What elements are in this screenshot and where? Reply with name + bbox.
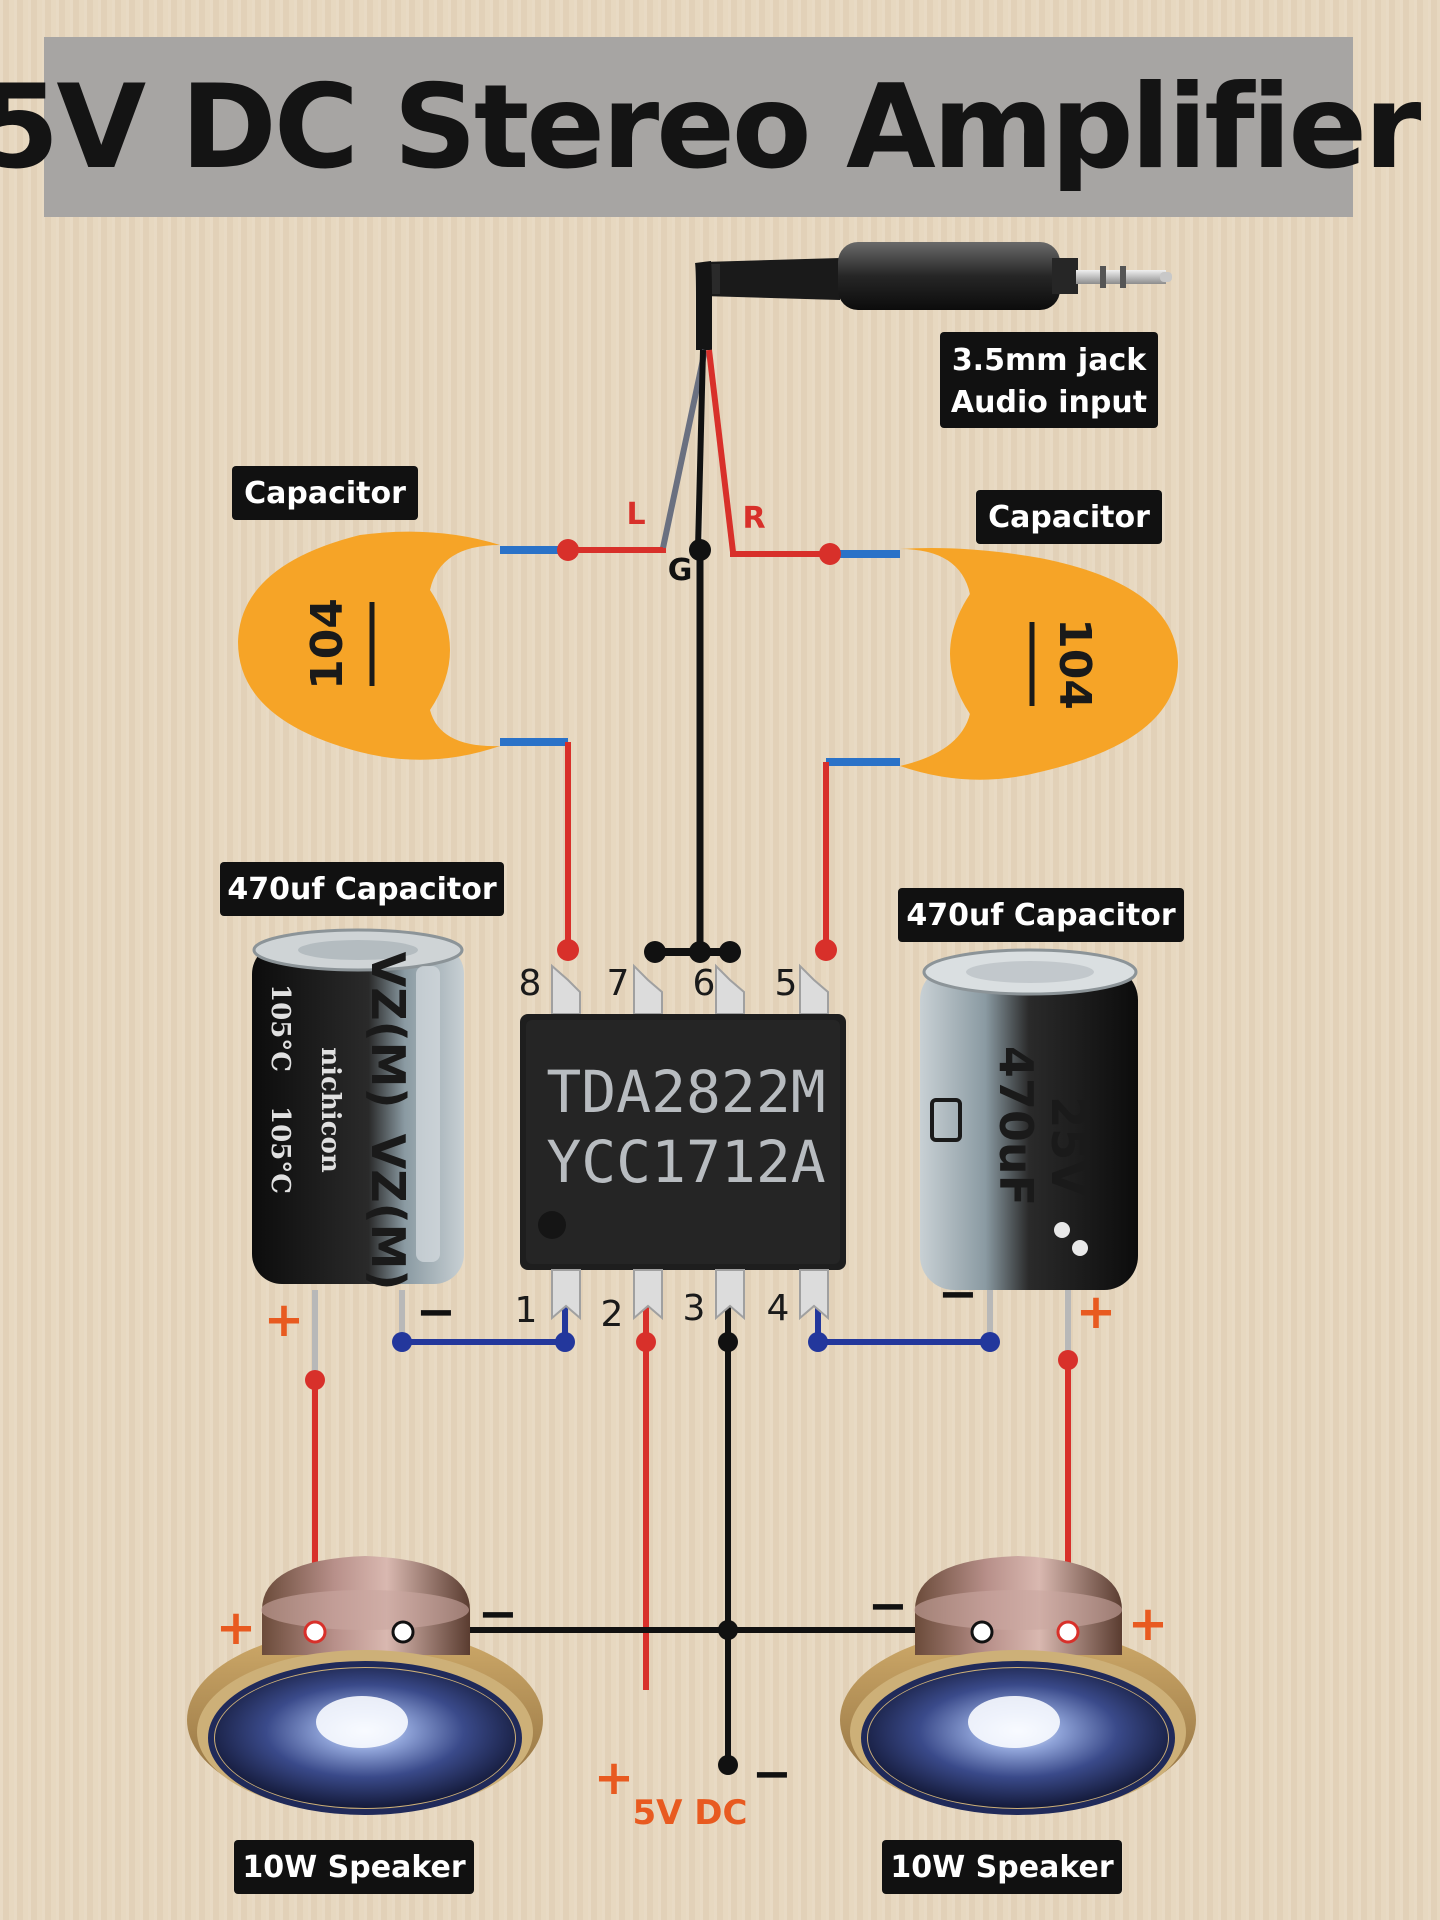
speaker-left [187,1556,543,1815]
pin-7: 7 [607,963,630,1004]
electrolytic-capacitor-right: 470uF 25V [920,948,1138,1290]
elcap-series-bottom: VZ(M) [361,1134,415,1291]
ic-pins-top [551,963,829,1015]
speaker-right [840,1556,1196,1815]
electrolytic-capacitor-left: VZ(M) VZ(M) nichicon 105°C 105°C [252,928,464,1291]
ceramic-code-right: 104 [1049,618,1100,710]
label-power: 5V DC [633,1793,748,1833]
elcap-brand: nichicon [315,1047,345,1173]
ceramic-capacitor-right: 104 [900,548,1178,780]
label-elcap-right-text: 470uf Capacitor [906,898,1175,933]
label-capacitor-right-text: Capacitor [988,500,1150,535]
pin-3: 3 [683,1288,706,1329]
label-elcap-left-text: 470uf Capacitor [227,872,496,907]
ic-label-line1: TDA2822M [546,1058,825,1126]
ic-chip: TDA2822M YCC1712A 8 7 6 5 1 2 3 4 [515,963,846,1335]
elcap-temp-1: 105°C [265,984,295,1072]
label-jack-line1: 3.5mm jack [952,343,1147,378]
label-elcap-left: 470uf Capacitor [220,862,504,916]
minus-power: − [752,1746,792,1802]
audio-jack [695,242,1172,350]
label-speaker-left: 10W Speaker [234,1840,474,1894]
junction-dots [305,539,1078,1775]
label-speaker-left-text: 10W Speaker [242,1850,465,1885]
plus-elcap-left: + [264,1292,304,1348]
plus-elcap-right: + [1076,1284,1116,1340]
ceramic-capacitor-left: 104 [238,531,500,760]
wire-letter-left: L [626,497,645,532]
plus-speaker-right: + [1128,1596,1168,1652]
page-title: 5V DC Stereo Amplifier [0,59,1421,195]
minus-speaker-left: − [478,1586,518,1642]
label-jack: 3.5mm jack Audio input [940,332,1158,428]
pin-4: 4 [767,1288,790,1329]
wire-letter-right: R [742,501,765,536]
minus-elcap-right: − [938,1266,978,1322]
minus-speaker-right: − [868,1578,908,1634]
pin-2: 2 [601,1294,624,1335]
label-capacitor-left-text: Capacitor [244,476,406,511]
label-capacitor-left: Capacitor [232,466,418,520]
ic-pins-bottom [551,1269,829,1321]
pin-6: 6 [693,963,716,1004]
elcap-rating: 25V [1041,1096,1095,1196]
elcap-series-top: VZ(M) [361,952,415,1109]
plus-speaker-left: + [216,1600,256,1656]
label-capacitor-right: Capacitor [976,490,1162,544]
title-bar: 5V DC Stereo Amplifier [0,37,1421,217]
minus-elcap-left: − [416,1284,456,1340]
ceramic-code-left: 104 [302,598,353,690]
ic-label-line2: YCC1712A [546,1128,825,1196]
pin-1: 1 [515,1290,538,1331]
label-jack-line2: Audio input [951,385,1147,420]
pin-5: 5 [775,963,798,1004]
plus-power: + [594,1750,634,1806]
label-speaker-right: 10W Speaker [882,1840,1122,1894]
pin-8: 8 [519,963,542,1004]
label-speaker-right-text: 10W Speaker [890,1850,1113,1885]
elcap-temp-2: 105°C [265,1106,295,1194]
wire-letter-ground: G [668,553,693,588]
label-elcap-right: 470uf Capacitor [898,888,1184,942]
elcap-value: 470uF [989,1046,1043,1206]
